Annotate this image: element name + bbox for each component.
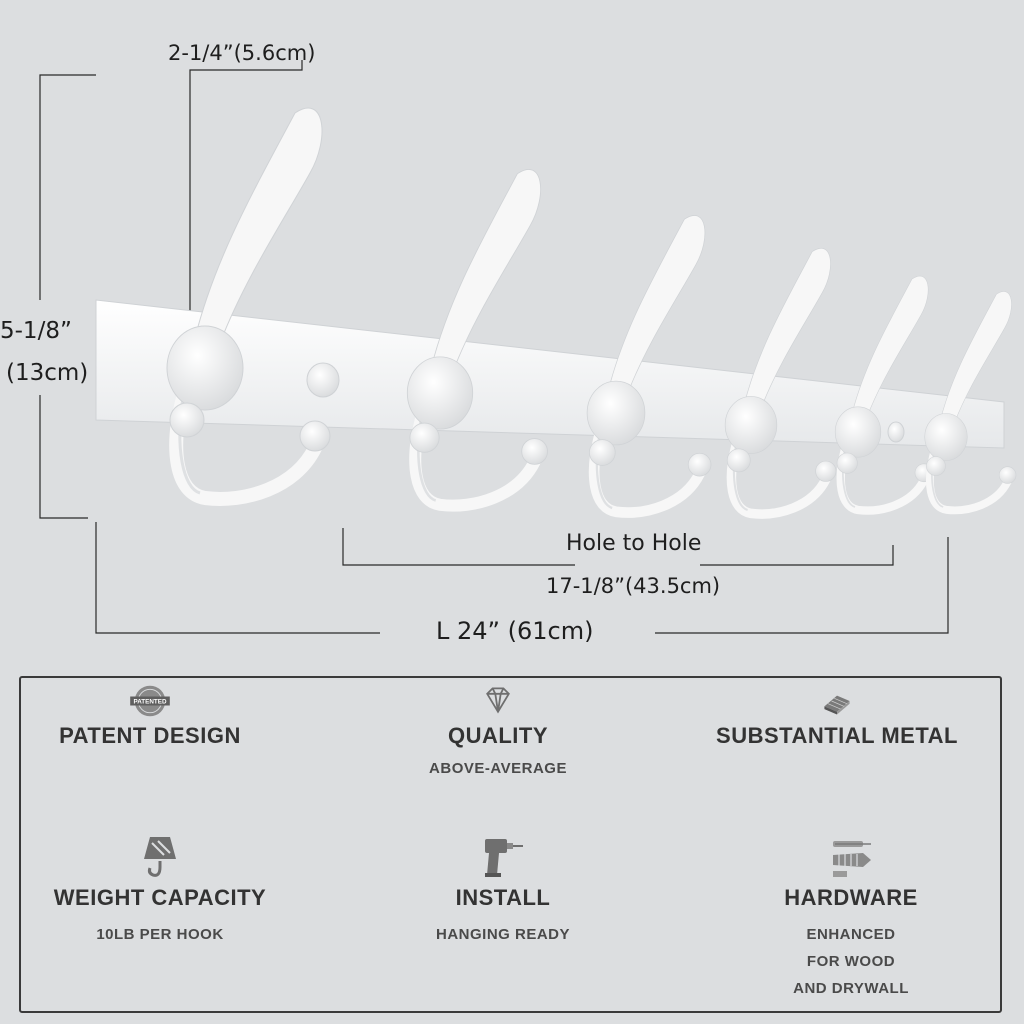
hole-to-hole-value: 17-1/8”(43.5cm) [546, 574, 721, 598]
feature-weight-capacity: WEIGHT CAPACITY 10LB PER HOOK [0, 833, 325, 948]
feature-subtitle: ENHANCED FOR WOOD AND DRYWALL [793, 926, 909, 997]
feature-title: PATENT DESIGN [59, 723, 241, 748]
dimension-lines [39, 60, 949, 634]
feature-subtitle: 10LB PER HOOK [96, 926, 224, 943]
metal-plate-icon [824, 695, 850, 715]
coat-hook [834, 275, 934, 515]
feature-title: QUALITY [447, 723, 549, 748]
screw-cap [306, 362, 340, 398]
coat-hook [586, 215, 712, 518]
drill-icon [485, 839, 523, 877]
depth-dimension: 2-1/4”(5.6cm) [168, 41, 316, 65]
feature-hardware: HARDWARE ENHANCED FOR WOOD AND DRYWALL [686, 833, 1016, 1002]
weight-hook-icon [144, 837, 176, 877]
coat-hook [406, 169, 548, 512]
overall-length: L 24” (61cm) [436, 617, 594, 645]
mounting-board [95, 299, 1005, 449]
features-panel [19, 676, 1002, 1013]
feature-install: INSTALL HANGING READY [338, 833, 668, 948]
hole-to-hole-label: Hole to Hole [566, 531, 702, 556]
coat-hook [166, 107, 331, 506]
patented-badge-icon: PATENTED [130, 685, 170, 717]
feature-title: WEIGHT CAPACITY [53, 885, 267, 910]
feature-quality: QUALITY ABOVE-AVERAGE [333, 683, 663, 782]
coat-hook [724, 247, 837, 519]
screw-cap [887, 421, 905, 443]
anchor-screw-icon [833, 841, 871, 877]
feature-substantial-metal: SUBSTANTIAL METAL [672, 683, 1002, 749]
coat-hook-rack [95, 107, 1017, 519]
feature-subtitle: ABOVE-AVERAGE [429, 760, 567, 777]
patented-badge-text: PATENTED [134, 699, 167, 706]
feature-subtitle: HANGING READY [435, 926, 570, 943]
height-dimension-cm: (13cm) [6, 360, 89, 386]
coat-hook [924, 291, 1017, 515]
height-dimension-in: 5-1/8” [0, 318, 72, 344]
feature-title: HARDWARE [784, 885, 918, 910]
feature-title: SUBSTANTIAL METAL [716, 723, 958, 748]
feature-title: INSTALL [455, 885, 551, 910]
feature-patent-design: PATENTED PATENT DESIGN [0, 683, 315, 749]
diamond-icon [486, 687, 510, 714]
